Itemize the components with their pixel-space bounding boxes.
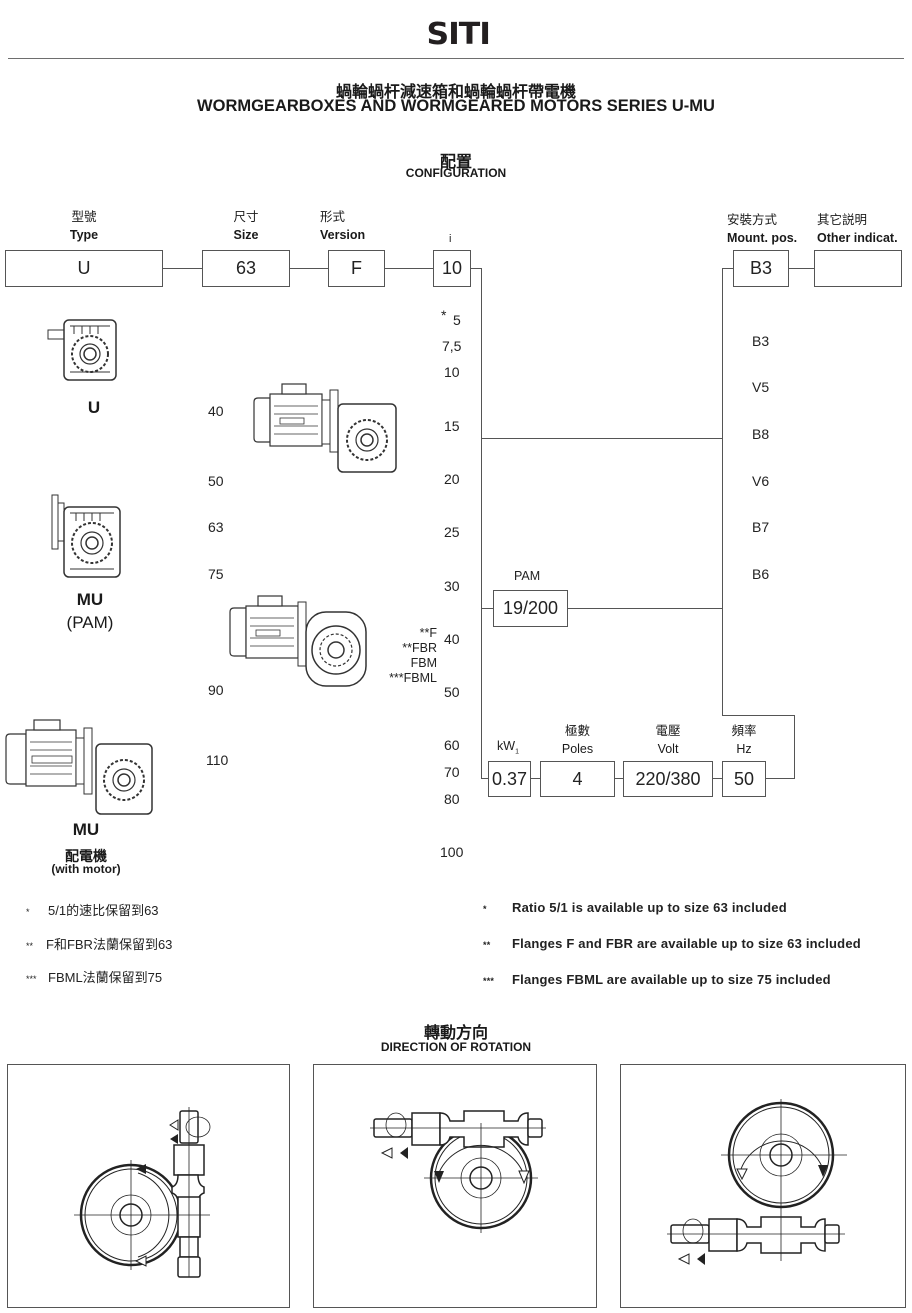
size-label: 尺寸 Size	[233, 210, 259, 242]
power-field[interactable]: 0.37	[488, 761, 531, 797]
pam-field[interactable]: 19/200	[493, 590, 568, 627]
ratio-option: 5	[453, 312, 461, 328]
rotation-panel-2	[313, 1064, 597, 1308]
rotation-heading-cn: 轉動方向	[423, 1025, 488, 1042]
header-divider	[8, 58, 904, 59]
siti-logo: SITI	[426, 17, 491, 52]
mount-field[interactable]: B3	[733, 250, 789, 287]
rotation-panel-3	[620, 1064, 906, 1308]
connector-line	[789, 268, 814, 269]
note-cn: *5/1的速比保留到63	[26, 903, 159, 918]
other-label: 其它説明 Other indicat.	[817, 213, 898, 245]
gearbox-mu-pam-icon	[51, 494, 121, 578]
ratio-option: 7,5	[442, 338, 462, 354]
connector-line	[481, 608, 493, 609]
gearbox-u-icon	[47, 319, 117, 381]
ratio-option: 60	[444, 737, 460, 753]
poles-field[interactable]: 4	[540, 761, 615, 797]
wormgeared-motor-40-icon	[253, 383, 397, 473]
rotation-heading-en: DIRECTION OF ROTATION	[380, 1040, 532, 1054]
configuration-heading-cn: 配置	[439, 154, 472, 171]
ratio-field[interactable]: 10	[433, 250, 471, 287]
connector-line	[531, 778, 540, 779]
volt-label: 電壓 Volt	[655, 724, 681, 756]
mount-option: B3	[752, 333, 770, 349]
mount-option: B7	[752, 519, 770, 535]
connector-line	[163, 268, 202, 269]
connector-line	[385, 268, 433, 269]
rotation-panel-1	[7, 1064, 290, 1308]
version-field[interactable]: F	[328, 250, 385, 287]
page-title-cn: 蝸輪蝸杆減速箱和蝸輪蝸杆帶電機	[335, 84, 576, 101]
note-en: *Ratio 5/1 is available up to size 63 in…	[483, 900, 787, 915]
ratio-option: 100	[440, 844, 464, 860]
connector-line	[568, 608, 722, 609]
size-option: 50	[208, 473, 224, 489]
product-u-label: U	[87, 398, 101, 417]
worm-vertical-rotation-icon	[74, 1107, 211, 1278]
connector-line	[722, 715, 795, 716]
connector-line	[722, 268, 733, 269]
note-en: ***Flanges FBML are available up to size…	[483, 972, 831, 987]
note-cn: **F和FBR法蘭保留到63	[26, 937, 173, 952]
ratio-option: 50	[444, 684, 460, 700]
type-label: 型號 Type	[69, 210, 99, 242]
version-options: **F **FBR FBM ***FBML	[389, 626, 437, 685]
wormgeared-motor-mu-icon	[5, 719, 153, 815]
ratio-option: 15	[444, 418, 460, 434]
ratio-option: 40	[444, 631, 460, 647]
note-en: **Flanges F and FBR are available up to …	[483, 936, 861, 951]
ratio-star: *	[441, 307, 447, 323]
other-field[interactable]	[814, 250, 902, 287]
product-mu-pam-label: MU	[76, 590, 104, 609]
product-mu-label: MU	[72, 820, 100, 839]
pam-label: PAM	[514, 569, 541, 583]
size-field[interactable]: 63	[202, 250, 290, 287]
version-label: 形式 Version	[320, 210, 366, 242]
volt-field[interactable]: 220/380	[623, 761, 713, 797]
wormgeared-motor-flange-icon	[229, 595, 367, 687]
freq-label: 頻率 Hz	[731, 724, 757, 756]
connector-line	[471, 268, 481, 269]
connector-line	[290, 268, 328, 269]
mount-option: B8	[752, 426, 770, 442]
product-mu-sub-cn: 配電機	[65, 848, 107, 864]
page-title-en: WORMGEARBOXES AND WORMGEARED MOTORS SERI…	[197, 97, 715, 115]
size-option: 110	[206, 752, 229, 768]
ratio-option: 70	[444, 764, 460, 780]
ratio-option: 10	[444, 364, 460, 380]
type-field[interactable]: U	[5, 250, 163, 287]
connector-line	[615, 778, 623, 779]
poles-label: 極數 Poles	[561, 724, 594, 756]
power-label: kW1	[497, 739, 519, 756]
product-mu-pam-sub: (PAM)	[66, 613, 114, 632]
size-option: 75	[208, 566, 224, 582]
size-option: 63	[208, 519, 224, 535]
ratio-option: 30	[444, 578, 460, 594]
freq-field[interactable]: 50	[722, 761, 766, 797]
ratio-option: 80	[444, 791, 460, 807]
connector-line	[713, 778, 722, 779]
ratio-option: 25	[444, 524, 460, 540]
worm-bottom-rotation-icon	[667, 1099, 847, 1265]
connector-line	[722, 268, 723, 716]
mount-option: B6	[752, 566, 770, 582]
connector-line	[481, 268, 482, 778]
size-option: 40	[208, 403, 224, 419]
connector-line	[794, 715, 795, 779]
mount-option: V5	[752, 379, 770, 395]
configuration-heading-en: CONFIGURATION	[405, 166, 507, 180]
product-mu-sub: (with motor)	[51, 862, 121, 876]
ratio-label: i	[449, 233, 452, 245]
connector-line	[481, 778, 488, 779]
mount-option: V6	[752, 473, 770, 489]
worm-top-rotation-icon	[370, 1110, 546, 1233]
connector-line	[481, 438, 722, 439]
size-option: 90	[208, 682, 224, 698]
connector-line	[766, 778, 795, 779]
mount-label: 安裝方式 Mount. pos.	[727, 213, 798, 245]
ratio-option: 20	[444, 471, 460, 487]
note-cn: ***FBML法蘭保留到75	[26, 970, 163, 985]
